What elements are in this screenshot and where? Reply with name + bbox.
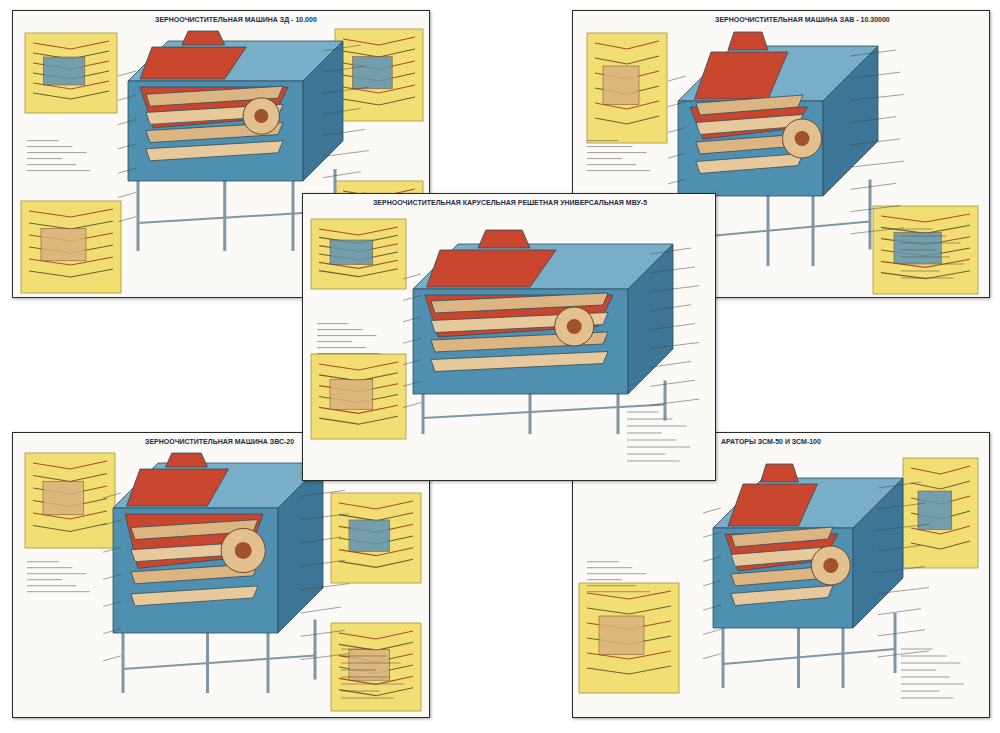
small-print [341,691,380,692]
small-print [901,649,933,650]
small-print [27,591,90,592]
small-print [587,585,636,586]
small-print [627,447,690,448]
small-print [587,170,650,171]
small-print [27,158,62,159]
small-print [901,271,940,272]
small-print [627,412,659,413]
small-print [317,341,352,342]
small-print [27,573,87,574]
small-print [587,591,650,592]
small-print [27,561,59,562]
small-print [901,677,950,678]
detail-inset [25,33,117,113]
small-print [627,426,687,427]
small-print [27,152,87,153]
small-print [627,440,676,441]
small-print [341,663,401,664]
detail-inset [311,219,406,289]
small-print [587,146,633,147]
small-print [901,278,954,279]
detail-inset [311,354,406,439]
small-print [901,257,950,258]
small-print [901,698,954,699]
small-print [587,164,636,165]
small-print [317,329,363,330]
machine-body [703,464,929,688]
small-print [627,454,666,455]
small-print [27,140,59,141]
small-print [587,561,619,562]
small-print [317,347,366,348]
small-print [901,264,964,265]
machine-body [403,230,699,434]
small-print [901,684,964,685]
small-print [901,236,947,237]
detail-inset [21,201,121,293]
small-print [317,353,380,354]
poster-title: ЗЕРНООЧИСТИТЕЛЬНАЯ МАШИНА ЗВС-20 [143,437,296,446]
small-print [901,243,961,244]
small-print [341,698,394,699]
small-print [587,573,647,574]
poster-title: АРАТОРЫ ЗСМ-50 И ЗСМ-100 [719,437,823,446]
detail-inset [587,33,667,143]
small-print [27,585,76,586]
detail-inset [579,583,679,693]
small-print [587,140,619,141]
detail-inset [873,206,978,294]
small-print [901,250,936,251]
detail-inset [25,453,115,548]
small-print [901,656,947,657]
small-print [627,419,673,420]
small-print [901,229,933,230]
small-print [901,663,961,664]
small-print [341,649,373,650]
machine-body [103,453,349,693]
small-print [587,567,633,568]
detail-inset [335,29,423,121]
detail-inset [331,493,421,583]
machine-illustration [303,194,716,481]
small-print [587,579,622,580]
small-print [341,684,404,685]
poster-title: ЗЕРНООЧИСТИТЕЛЬНАЯ МАШИНА ЗАВ - 10.30000 [713,15,892,24]
small-print [627,461,680,462]
small-print [341,677,390,678]
small-print [317,335,377,336]
small-print [317,323,349,324]
small-print [27,164,76,165]
small-print [627,433,662,434]
small-print [901,691,940,692]
poster-title: ЗЕРНООЧИСТИТЕЛЬНАЯ КАРУСЕЛЬНАЯ РЕШЕТНАЯ … [371,198,649,207]
small-print [901,670,936,671]
small-print [587,152,647,153]
small-print [341,670,376,671]
small-print [341,656,387,657]
detail-inset [331,623,421,711]
poster-panel: ЗЕРНООЧИСТИТЕЛЬНАЯ КАРУСЕЛЬНАЯ РЕШЕТНАЯ … [302,193,716,481]
small-print [27,579,62,580]
poster-title: ЗЕРНООЧИСТИТЕЛЬНАЯ МАШИНА ЗД - 10.000 [153,15,319,24]
small-print [587,158,622,159]
small-print [27,146,73,147]
small-print [27,567,73,568]
small-print [27,170,90,171]
detail-inset [903,458,978,568]
